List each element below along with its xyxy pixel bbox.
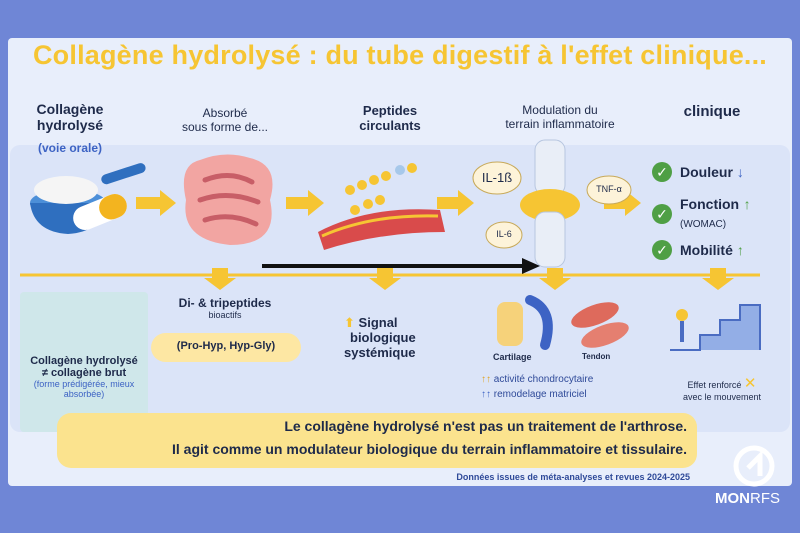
arrow-up-icon: ↑ — [736, 242, 744, 258]
womac-label: (WOMAC) — [680, 219, 727, 230]
result-douleur: ✓ Douleur ↓ — [652, 162, 744, 182]
label-tnfa: TNF-α — [596, 184, 622, 194]
blood-vessel-icon — [318, 163, 445, 250]
tendon-label: Tendon — [582, 352, 611, 361]
signal-line3: systémique — [344, 345, 416, 360]
fonction-label: Fonction — [680, 196, 740, 212]
brut-line4: absorbée) — [63, 389, 105, 399]
check-icon: ✓ — [652, 162, 672, 182]
tendon-icon — [571, 302, 629, 348]
brut-line3: (forme prédigérée, mieux — [33, 379, 135, 389]
result-fonction: ✓ Fonction ↑ (WOMAC) — [652, 196, 751, 232]
activity-line2: ↑↑ remodelage matriciel — [481, 389, 587, 400]
brut-line1: Collagène hydrolysé — [30, 355, 138, 367]
stairs-icon — [670, 304, 761, 351]
knee-joint-icon — [520, 139, 580, 268]
monrfs-logo: MONRFS — [715, 490, 780, 507]
brut-note — [20, 292, 148, 432]
effet-text: Effet renforcé ✕ avec le mouvement — [662, 374, 782, 402]
step-4-title: Modulation du terrain inflammatoire — [485, 103, 635, 131]
cytokine-bubbles — [472, 161, 632, 249]
step-1-title: Collagène hydrolysé (voie orale) — [15, 101, 125, 155]
arrow-up-icon: ↑ — [743, 196, 751, 212]
banner-line2: Il agit comme un modulateur biologique d… — [172, 441, 687, 457]
activity-line1: ↑↑ activité chondrocytaire — [481, 374, 593, 385]
flow-arrows — [136, 190, 641, 216]
effet-line2: avec le mouvement — [682, 392, 762, 402]
arrow-down-icon: ↓ — [736, 164, 744, 180]
signal-line2: biologique — [350, 330, 416, 345]
page-title: Collagène hydrolysé : du tube digestif à… — [32, 40, 768, 70]
capsule-icon — [73, 194, 127, 230]
step-5-title: clinique — [683, 103, 741, 120]
act2-text: remodelage matriciel — [493, 389, 587, 400]
mobilite-label: Mobilité — [680, 242, 733, 258]
arrow-up-icon: ↑↑ — [481, 374, 491, 385]
pill-label: (Pro-Hyp, Hyp-Gly) — [176, 340, 276, 352]
step-2-line2: sous forme de... — [181, 120, 269, 134]
act1-text: activité chondrocytaire — [493, 374, 594, 385]
black-arrow — [262, 258, 540, 274]
brut-text: Collagène hydrolysé ≠ collagène brut (fo… — [20, 355, 148, 399]
banner-line1: Le collagène hydrolysé n'est pas un trai… — [284, 418, 687, 434]
label-il1b: IL-1ß — [481, 170, 513, 185]
arrow-up-icon: ↑↑ — [481, 389, 491, 400]
footnote: Données issues de méta-analyses et revue… — [456, 472, 690, 482]
effet-line1: Effet renforcé — [687, 380, 742, 390]
signal-line1-row: ⬆ Signal — [344, 315, 444, 330]
monrfs-logo-icon — [733, 445, 775, 487]
dipep-line2: bioactifs — [208, 310, 242, 320]
result-mobilite: ✓ Mobilité ↑ — [652, 240, 744, 260]
cross-icon: ✕ — [743, 375, 757, 392]
step-3-title: Peptides circulants — [335, 103, 445, 133]
step-1-sub: (voie orale) — [37, 141, 103, 155]
step-3-line2: circulants — [359, 118, 421, 133]
check-icon: ✓ — [652, 204, 672, 224]
cartilage-icon — [497, 295, 553, 350]
conclusion-banner — [57, 413, 697, 468]
step-4-line2: terrain inflammatoire — [505, 117, 615, 131]
logo-rfs: RFS — [750, 490, 780, 507]
step-1-line2: hydrolysé — [36, 117, 104, 133]
dipeptides-text: Di- & tripeptides bioactifs — [160, 296, 290, 320]
brut-line2: ≠ collagène brut — [41, 367, 127, 379]
logo-mon: MON — [715, 490, 750, 507]
timeline-down-arrows — [204, 268, 734, 290]
label-il6: IL-6 — [496, 229, 512, 239]
step-4-line1: Modulation du — [522, 103, 598, 117]
step-1-line1: Collagène — [36, 101, 104, 117]
peptide-pill — [151, 333, 301, 362]
effet-line1-row: Effet renforcé ✕ — [662, 374, 782, 392]
check-icon: ✓ — [652, 240, 672, 260]
douleur-label: Douleur — [680, 164, 733, 180]
signal-line1: Signal — [358, 315, 398, 330]
step-2-title: Absorbé sous forme de... — [165, 106, 285, 134]
fonction-text: Fonction ↑ (WOMAC) — [680, 196, 751, 232]
cartilage-label: Cartilage — [493, 352, 532, 362]
dipep-line1: Di- & tripeptides — [178, 296, 272, 310]
step-2-line1: Absorbé — [202, 106, 248, 120]
signal-text: ⬆ Signal biologique systémique — [344, 315, 444, 360]
arrow-up-icon: ⬆ — [344, 315, 355, 330]
step-3-line1: Peptides — [362, 103, 418, 118]
intestine-icon — [183, 154, 273, 245]
